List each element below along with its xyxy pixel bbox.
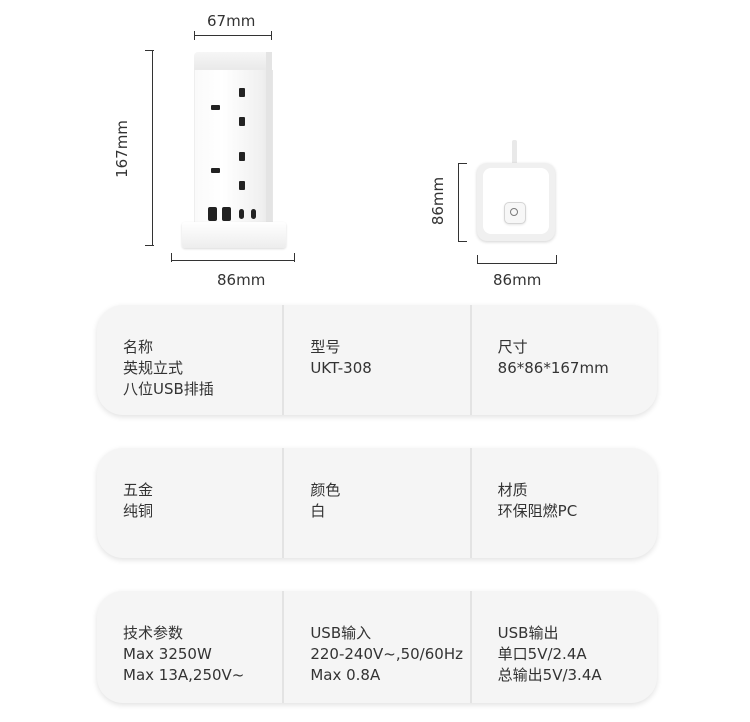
tower-height-label: 167mm bbox=[112, 120, 131, 178]
spec-value: 220-240V~,50/60Hz bbox=[310, 645, 463, 663]
spec-label: 型号 bbox=[310, 338, 341, 356]
tower-width-label: 67mm bbox=[207, 12, 256, 30]
tower-base-width-line bbox=[171, 260, 295, 261]
spec-label: 材质 bbox=[497, 481, 528, 499]
tower-height-tick-top bbox=[145, 50, 154, 51]
spec-cell-size: 尺寸 86*86*167mm bbox=[469, 305, 657, 415]
spec-cell-usb-input: USB输入 220-240V~,50/60Hz Max 0.8A bbox=[282, 591, 469, 703]
cube-width-label: 86mm bbox=[493, 271, 542, 289]
tower-base-width-label: 86mm bbox=[217, 271, 266, 289]
cube-height-label: 86mm bbox=[429, 176, 448, 226]
spec-value: 单口5V/2.4A bbox=[497, 645, 587, 663]
tower-width-line bbox=[194, 35, 272, 36]
tower-base-tick-right bbox=[294, 253, 295, 262]
tower-height-line bbox=[152, 50, 153, 246]
spec-label: USB输出 bbox=[497, 624, 559, 642]
usb-c-port bbox=[239, 209, 244, 219]
spec-label: 技术参数 bbox=[123, 624, 184, 642]
spec-label: 颜色 bbox=[310, 481, 341, 499]
spec-cell-tech-params: 技术参数 Max 3250W Max 13A,250V~ bbox=[97, 591, 282, 703]
socket-lower-earth bbox=[239, 152, 245, 161]
spec-value: Max 0.8A bbox=[310, 666, 381, 684]
tower-base-tick-left bbox=[171, 253, 172, 262]
socket-upper-earth bbox=[239, 88, 245, 97]
spec-value: Max 13A,250V~ bbox=[123, 666, 245, 684]
spec-value: 白 bbox=[310, 502, 326, 520]
cube-height-line bbox=[458, 163, 459, 242]
spec-value: UKT-308 bbox=[310, 359, 372, 377]
spec-value: 总输出5V/3.4A bbox=[497, 666, 602, 684]
cube-height-tick-top bbox=[458, 163, 467, 164]
spec-card-electrical: 技术参数 Max 3250W Max 13A,250V~ USB输入 220-2… bbox=[97, 591, 657, 703]
spec-value: 英规立式 bbox=[123, 359, 184, 377]
spec-value: 环保阻燃PC bbox=[497, 502, 578, 520]
spec-card-material: 五金 纯铜 颜色 白 材质 环保阻燃PC bbox=[97, 448, 657, 558]
spec-label: 尺寸 bbox=[497, 338, 528, 356]
usb-a-port bbox=[222, 207, 231, 221]
spec-value: 纯铜 bbox=[123, 502, 154, 520]
power-button-icon bbox=[504, 202, 526, 224]
spec-cell-material: 材质 环保阻燃PC bbox=[469, 448, 657, 558]
socket-lower-live bbox=[211, 168, 220, 173]
socket-upper-neutral bbox=[239, 117, 245, 126]
usb-c-port bbox=[251, 209, 256, 219]
spec-cell-usb-output: USB输出 单口5V/2.4A 总输出5V/3.4A bbox=[469, 591, 657, 703]
tower-width-tick-right bbox=[271, 31, 272, 40]
cube-width-tick-left bbox=[477, 255, 478, 264]
spec-value: 八位USB排插 bbox=[123, 380, 214, 398]
socket-upper-live bbox=[211, 105, 220, 110]
spec-label: 名称 bbox=[123, 338, 154, 356]
socket-lower-neutral bbox=[239, 181, 245, 190]
cube-height-tick-bottom bbox=[458, 241, 467, 242]
spec-label: USB输入 bbox=[310, 624, 372, 642]
spec-cell-model: 型号 UKT-308 bbox=[282, 305, 469, 415]
tower-height-tick-bottom bbox=[145, 245, 154, 246]
spec-label: 五金 bbox=[123, 481, 154, 499]
spec-card-basic: 名称 英规立式 八位USB排插 型号 UKT-308 尺寸 86*86*167m… bbox=[97, 305, 657, 415]
cube-width-tick-right bbox=[556, 255, 557, 264]
spec-cell-color: 颜色 白 bbox=[282, 448, 469, 558]
tower-width-tick-left bbox=[194, 31, 195, 40]
spec-value: 86*86*167mm bbox=[497, 359, 609, 377]
spec-cell-name: 名称 英规立式 八位USB排插 bbox=[97, 305, 282, 415]
spec-cell-hardware: 五金 纯铜 bbox=[97, 448, 282, 558]
spec-value: Max 3250W bbox=[123, 645, 212, 663]
cube-width-line bbox=[477, 263, 557, 264]
usb-a-port bbox=[208, 207, 217, 221]
